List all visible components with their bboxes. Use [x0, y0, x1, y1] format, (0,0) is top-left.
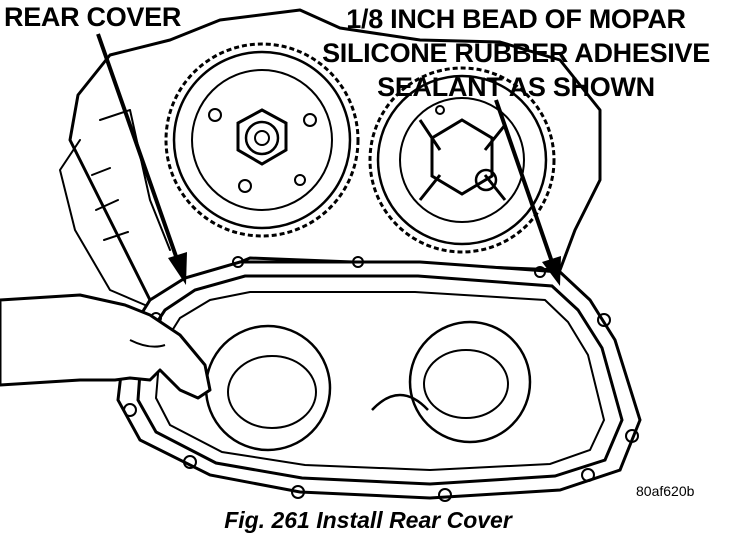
sealant-label-line-3: SEALANT AS SHOWN — [377, 72, 655, 102]
sealant-bead-label: 1/8 INCH BEAD OF MOPAR SILICONE RUBBER A… — [300, 2, 732, 104]
rear-cover-arrow — [96, 33, 187, 285]
figure-caption: Fig. 261 Install Rear Cover — [224, 507, 512, 533]
sealant-label-line-1: 1/8 INCH BEAD OF MOPAR — [346, 4, 686, 34]
right-driven-sprocket — [368, 66, 556, 254]
transfer-case-housing — [68, 8, 602, 302]
left-drive-gear — [164, 42, 360, 238]
housing-side-lines — [91, 167, 129, 241]
figure-reference-code: 80af620b — [636, 483, 695, 499]
sealant-bead — [136, 274, 624, 486]
housing-inner-edge — [99, 109, 171, 251]
sealant-label-line-2: SILICONE RUBBER ADHESIVE — [322, 38, 710, 68]
technician-hand — [0, 293, 212, 400]
rear-cover-plate — [116, 256, 642, 502]
sealant-bead-arrow — [494, 99, 561, 286]
housing-flange — [59, 139, 146, 306]
rear-cover-label: REAR COVER — [4, 2, 182, 32]
